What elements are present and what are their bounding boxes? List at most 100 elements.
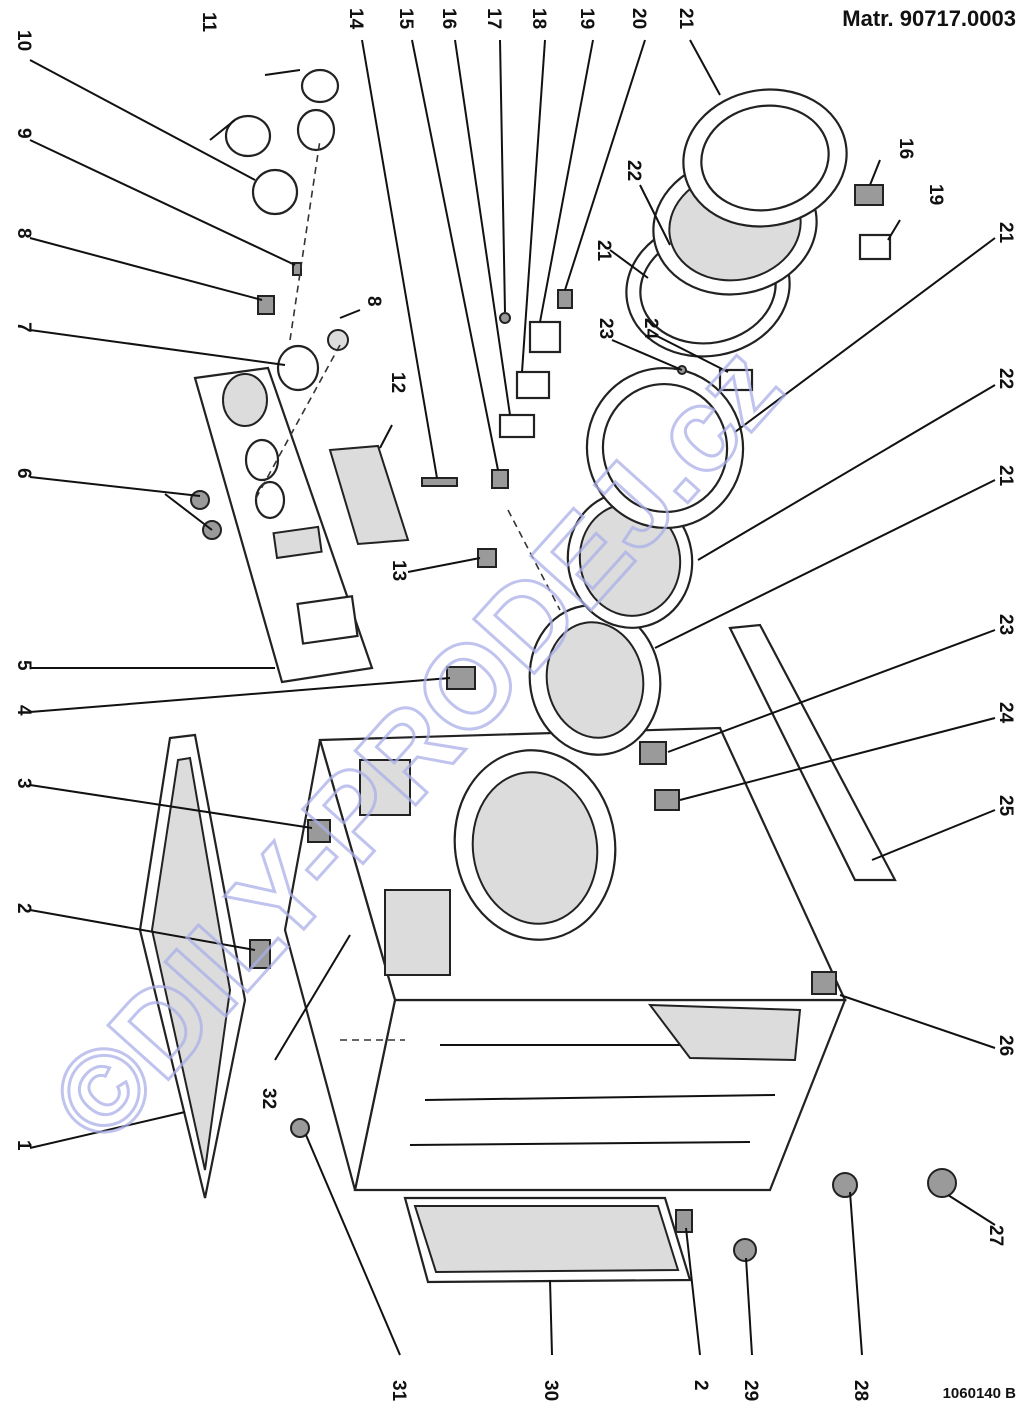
leader-23b <box>667 629 996 753</box>
callout-9: 9 <box>13 128 34 139</box>
callout-28: 28 <box>850 1380 871 1401</box>
callout-5: 5 <box>13 660 34 671</box>
side-slot-2 <box>424 1094 776 1101</box>
callout-26: 26 <box>995 1035 1016 1056</box>
callout-7: 7 <box>13 322 34 333</box>
callout-2b: 2 <box>690 1380 711 1391</box>
leader-31 <box>305 1134 401 1356</box>
part-2-hinge-b <box>675 1209 693 1233</box>
panel-knob-hole <box>222 373 268 427</box>
part-25-strip <box>728 623 897 882</box>
leader-28 <box>849 1191 863 1356</box>
callout-32: 32 <box>258 1088 279 1109</box>
leader-7 <box>29 329 286 366</box>
side-label-panel <box>647 1003 802 1062</box>
cavity-upper <box>359 759 411 816</box>
callout-25: 25 <box>995 795 1016 817</box>
leader-2a <box>29 909 256 951</box>
axis-line-3 <box>507 509 561 611</box>
callout-23a: 23 <box>595 318 616 339</box>
part-11-knob-a <box>296 108 336 152</box>
cabinet-back-edge <box>283 739 397 1191</box>
part-18-bracket <box>515 370 551 400</box>
leader-24a <box>654 334 729 373</box>
leader-8b <box>339 309 361 319</box>
bottom-plinth-inner <box>413 1205 680 1274</box>
leader-6b <box>164 493 213 531</box>
part-17-pin <box>499 312 511 324</box>
leader-20 <box>564 39 646 291</box>
leader-22a <box>639 184 671 246</box>
callout-11: 11 <box>198 12 219 33</box>
leader-32 <box>274 934 351 1061</box>
leader-12 <box>379 424 393 449</box>
material-code: Matr. 90717.0003 <box>842 6 1016 31</box>
callout-3: 3 <box>13 778 34 789</box>
leader-26 <box>839 994 996 1049</box>
callout-16b: 16 <box>895 138 916 159</box>
callout-10: 10 <box>13 30 34 51</box>
top-lid-inner <box>150 756 232 1171</box>
callout-8b: 8 <box>363 296 384 307</box>
corner-bracket-26 <box>811 971 837 995</box>
part-27-foot <box>927 1168 957 1198</box>
axis-line-2 <box>254 344 341 501</box>
leader-13 <box>407 557 481 573</box>
leader-25 <box>871 809 996 861</box>
leader-21d <box>654 479 996 649</box>
leader-17 <box>499 39 506 313</box>
part-24-hinge <box>718 368 754 392</box>
part-16-latch <box>498 413 536 439</box>
part-15-catch <box>491 469 509 489</box>
callout-30: 30 <box>540 1380 561 1401</box>
callout-22a: 22 <box>623 160 644 181</box>
part-16-latch-b <box>854 184 884 206</box>
part-2-hinge-a <box>249 939 271 969</box>
callout-22b: 22 <box>995 368 1016 389</box>
callout-1: 1 <box>13 1140 34 1151</box>
part-19-plate <box>528 320 562 354</box>
part-28-foot <box>832 1172 858 1198</box>
leader-6a <box>29 476 201 497</box>
leader-19b <box>887 219 901 241</box>
callout-19b: 19 <box>925 184 946 205</box>
callout-13: 13 <box>388 560 409 581</box>
part-20-clip <box>557 289 573 309</box>
panel-hole-2 <box>244 438 280 482</box>
part-14-rod <box>421 477 458 487</box>
callout-20: 20 <box>628 8 649 29</box>
part-29-hook <box>733 1238 757 1262</box>
leader-22b <box>697 384 996 561</box>
callout-19: 19 <box>576 8 597 29</box>
leader-14 <box>361 39 438 479</box>
leader-2b <box>685 1227 701 1356</box>
leader-21a <box>689 39 721 96</box>
callout-labels: 10 9 8 7 6 5 4 3 2 1 32 11 8 12 13 14 15… <box>13 8 1016 1402</box>
callout-12: 12 <box>387 372 408 393</box>
callout-15: 15 <box>395 8 416 30</box>
callout-6: 6 <box>13 468 34 479</box>
leader-27 <box>947 1194 996 1226</box>
leader-15 <box>411 39 499 471</box>
leader-16 <box>454 39 511 416</box>
leader-11 <box>264 69 301 76</box>
axis-line-1 <box>289 139 321 341</box>
callout-21b: 21 <box>593 240 614 262</box>
cabinet-body <box>283 726 847 1192</box>
leader-30 <box>549 1279 553 1356</box>
part-12-dispenser-drawer <box>328 444 410 546</box>
part-23-hinge-bracket <box>639 741 667 765</box>
cavity-lower <box>384 889 451 976</box>
door-ring-21a-inner <box>700 104 830 212</box>
part-24-bracket <box>654 789 680 811</box>
callout-18: 18 <box>528 8 549 29</box>
callout-31: 31 <box>388 1380 409 1402</box>
door-frame-outer-inner <box>601 382 729 514</box>
leader-24b <box>679 717 996 801</box>
part-19-plate-b <box>858 233 892 261</box>
leader-3 <box>29 784 313 829</box>
callout-16: 16 <box>438 8 459 29</box>
callout-8: 8 <box>13 228 34 239</box>
part-6-button-a <box>190 490 210 510</box>
